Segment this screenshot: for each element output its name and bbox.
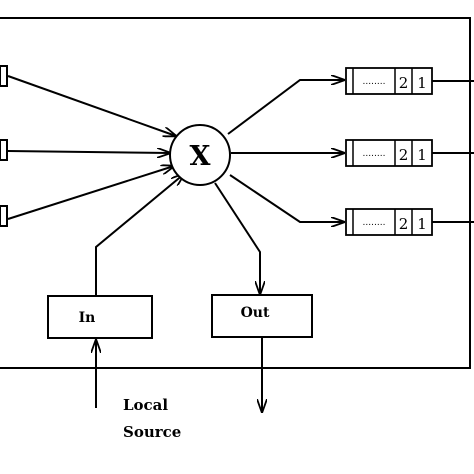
output-arrow-3 bbox=[229, 174, 344, 222]
out-box bbox=[211, 294, 313, 338]
queue-1-dots: ........ bbox=[363, 77, 386, 87]
queue-3-dots: ........ bbox=[363, 218, 386, 228]
input-arrow-1 bbox=[7, 75, 176, 136]
local-source-label-line2: Source bbox=[123, 423, 181, 441]
queue-1-slot-1: 1 bbox=[417, 74, 427, 92]
queue-2-dots: ........ bbox=[363, 149, 386, 159]
input-port-1 bbox=[0, 65, 8, 87]
queue-1-slot-2: 2 bbox=[399, 74, 409, 92]
out-box-label: Out bbox=[241, 305, 270, 321]
in-box bbox=[47, 295, 153, 339]
input-arrow-3 bbox=[7, 166, 174, 220]
queue-2-slot-1: 1 bbox=[417, 146, 427, 164]
queue-2-slot-2: 2 bbox=[399, 146, 409, 164]
local-source-label-line1: Local bbox=[123, 396, 168, 414]
output-queue-2: ........ 2 1 bbox=[345, 139, 433, 167]
switch-node bbox=[169, 124, 231, 186]
queue-3-slot-2: 2 bbox=[399, 215, 409, 233]
output-arrow-1 bbox=[227, 80, 344, 135]
queue-3-slot-1: 1 bbox=[417, 215, 427, 233]
output-queue-1: ........ 2 1 bbox=[345, 67, 433, 95]
switch-to-out-arrow bbox=[214, 182, 260, 294]
output-queue-3: ........ 2 1 bbox=[345, 208, 433, 236]
input-arrow-2 bbox=[7, 151, 170, 153]
input-port-3 bbox=[0, 205, 8, 227]
in-box-label: In bbox=[79, 310, 96, 326]
switch-label: X bbox=[190, 141, 211, 172]
input-port-2 bbox=[0, 139, 8, 161]
in-to-switch-arrow bbox=[95, 174, 184, 296]
switch-frame bbox=[0, 17, 471, 369]
